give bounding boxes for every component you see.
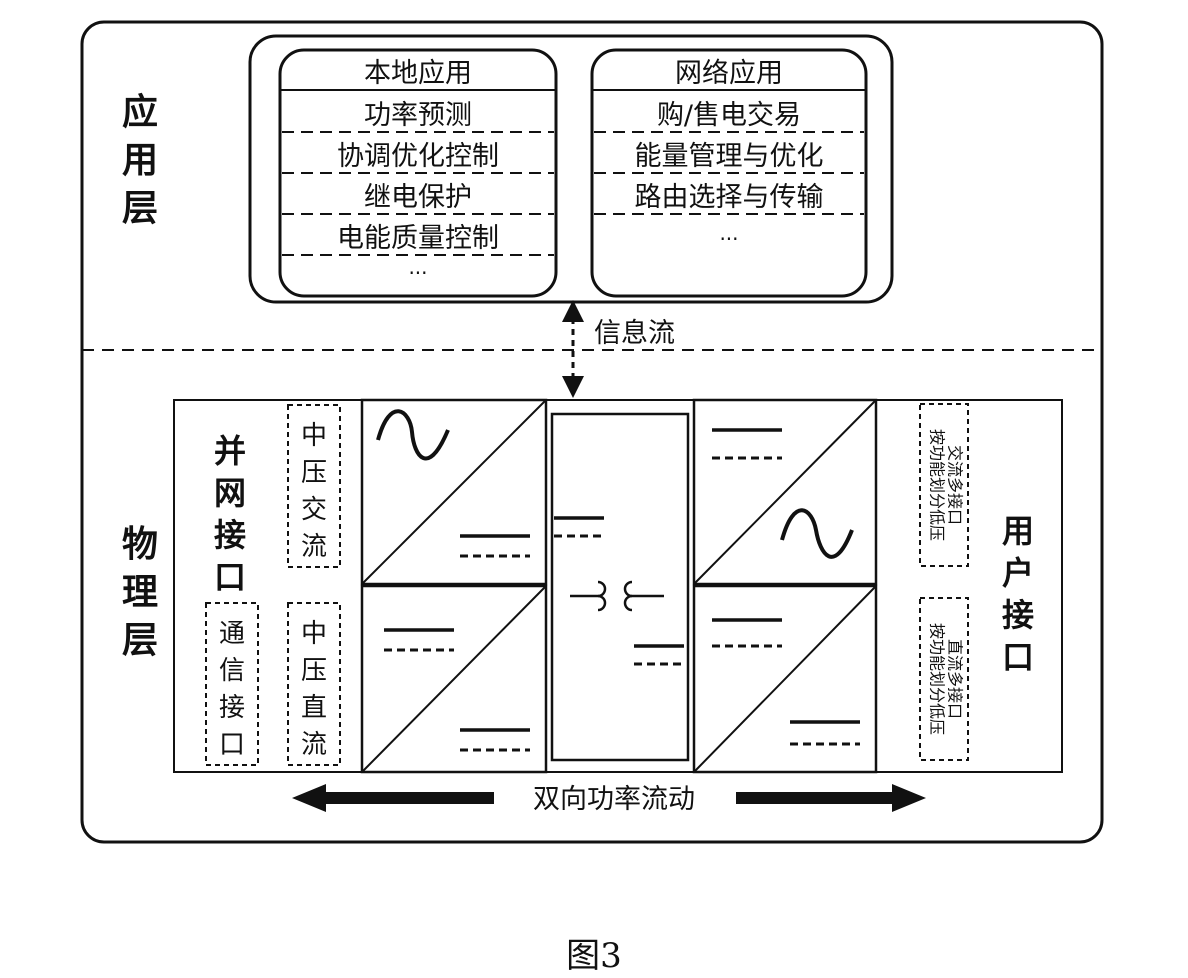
network-app-item: 能量管理与优化 [635, 141, 824, 172]
dc-dc-converter-bottom-left [360, 584, 548, 774]
grid-label-char: 接 [214, 516, 246, 554]
local-app-item: 继电保护 [364, 182, 472, 213]
network-app-item: 路由选择与传输 [635, 182, 824, 213]
mv-dc-char: 中 [301, 619, 327, 649]
comm-char: 通 [219, 619, 245, 649]
network-applications-box: 网络应用 购/售电交易 能量管理与优化 路由选择与传输 ··· [590, 48, 868, 298]
comm-char: 接 [219, 693, 245, 723]
user-label-char: 用 [1002, 512, 1034, 550]
mv-ac-char: 流 [301, 532, 327, 562]
user-interface-label: 用 户 接 口 [1002, 512, 1034, 676]
mv-dc-box: 中 压 直 流 [287, 602, 341, 766]
user-dc-port-line2: 直流多接口 [946, 639, 965, 719]
application-layer-label: 应 用 层 [122, 92, 158, 229]
comm-char: 信 [219, 656, 245, 686]
info-flow-label: 信息流 [594, 318, 675, 349]
app-label-char: 用 [122, 140, 158, 181]
dc-ac-converter-top-right [692, 398, 878, 586]
local-app-item: 电能质量控制 [337, 223, 499, 254]
app-label-char: 层 [122, 188, 158, 229]
local-app-item: 协调优化控制 [337, 141, 499, 172]
info-flow-arrow [562, 300, 584, 398]
app-label-char: 应 [122, 92, 158, 133]
mv-ac-char: 交 [301, 495, 327, 525]
ac-wave-icon [780, 508, 854, 559]
mv-dc-char: 压 [301, 656, 327, 686]
local-applications-box: 本地应用 功率预测 协调优化控制 继电保护 电能质量控制 ··· [278, 48, 558, 298]
network-apps-title: 网络应用 [675, 58, 783, 89]
dc-dc-converter-bottom-right [692, 584, 878, 774]
comm-char: 口 [219, 730, 245, 760]
comm-interface-box: 通 信 接 口 [205, 602, 259, 766]
user-dc-port-line1: 按功能划分低压 [928, 623, 947, 735]
network-app-item: 购/售电交易 [657, 100, 801, 131]
power-flow-arrow [292, 784, 926, 812]
mv-dc-char: 流 [301, 730, 327, 760]
mv-ac-char: 压 [301, 458, 327, 488]
transformer-icon [570, 580, 664, 612]
mv-ac-char: 中 [301, 421, 327, 451]
mv-dc-char: 直 [301, 693, 327, 723]
user-ac-port-line2: 交流多接口 [946, 445, 965, 525]
mv-ac-box: 中 压 交 流 [287, 404, 341, 568]
outer-frame [80, 20, 1104, 844]
grid-interface-label: 并 网 接 口 [214, 432, 246, 596]
local-apps-title: 本地应用 [364, 58, 472, 89]
power-flow-label: 双向功率流动 [533, 784, 695, 815]
grid-label-char: 网 [214, 474, 246, 512]
phy-label-char: 层 [122, 620, 158, 661]
local-app-ellipsis: ··· [408, 261, 427, 285]
grid-label-char: 口 [214, 558, 246, 596]
dc-transformer-block [545, 399, 695, 773]
figure-caption: 图3 [566, 936, 622, 976]
user-label-char: 户 [1002, 554, 1034, 592]
user-ac-port-line1: 按功能划分低压 [928, 429, 947, 541]
phy-label-char: 理 [122, 572, 158, 613]
network-app-ellipsis: ··· [719, 227, 738, 251]
local-app-item: 功率预测 [364, 100, 472, 131]
user-ac-port-box: 按功能划分低压 交流多接口 [919, 403, 969, 567]
application-container [248, 34, 894, 304]
physical-layer-label: 物 理 层 [122, 524, 158, 661]
user-dc-port-box: 按功能划分低压 直流多接口 [919, 597, 969, 761]
ac-dc-converter-top-left [360, 398, 548, 586]
user-label-char: 接 [1002, 596, 1034, 634]
phy-label-char: 物 [122, 524, 158, 565]
user-label-char: 口 [1002, 638, 1034, 676]
ac-wave-icon [376, 409, 450, 461]
grid-label-char: 并 [214, 432, 246, 470]
